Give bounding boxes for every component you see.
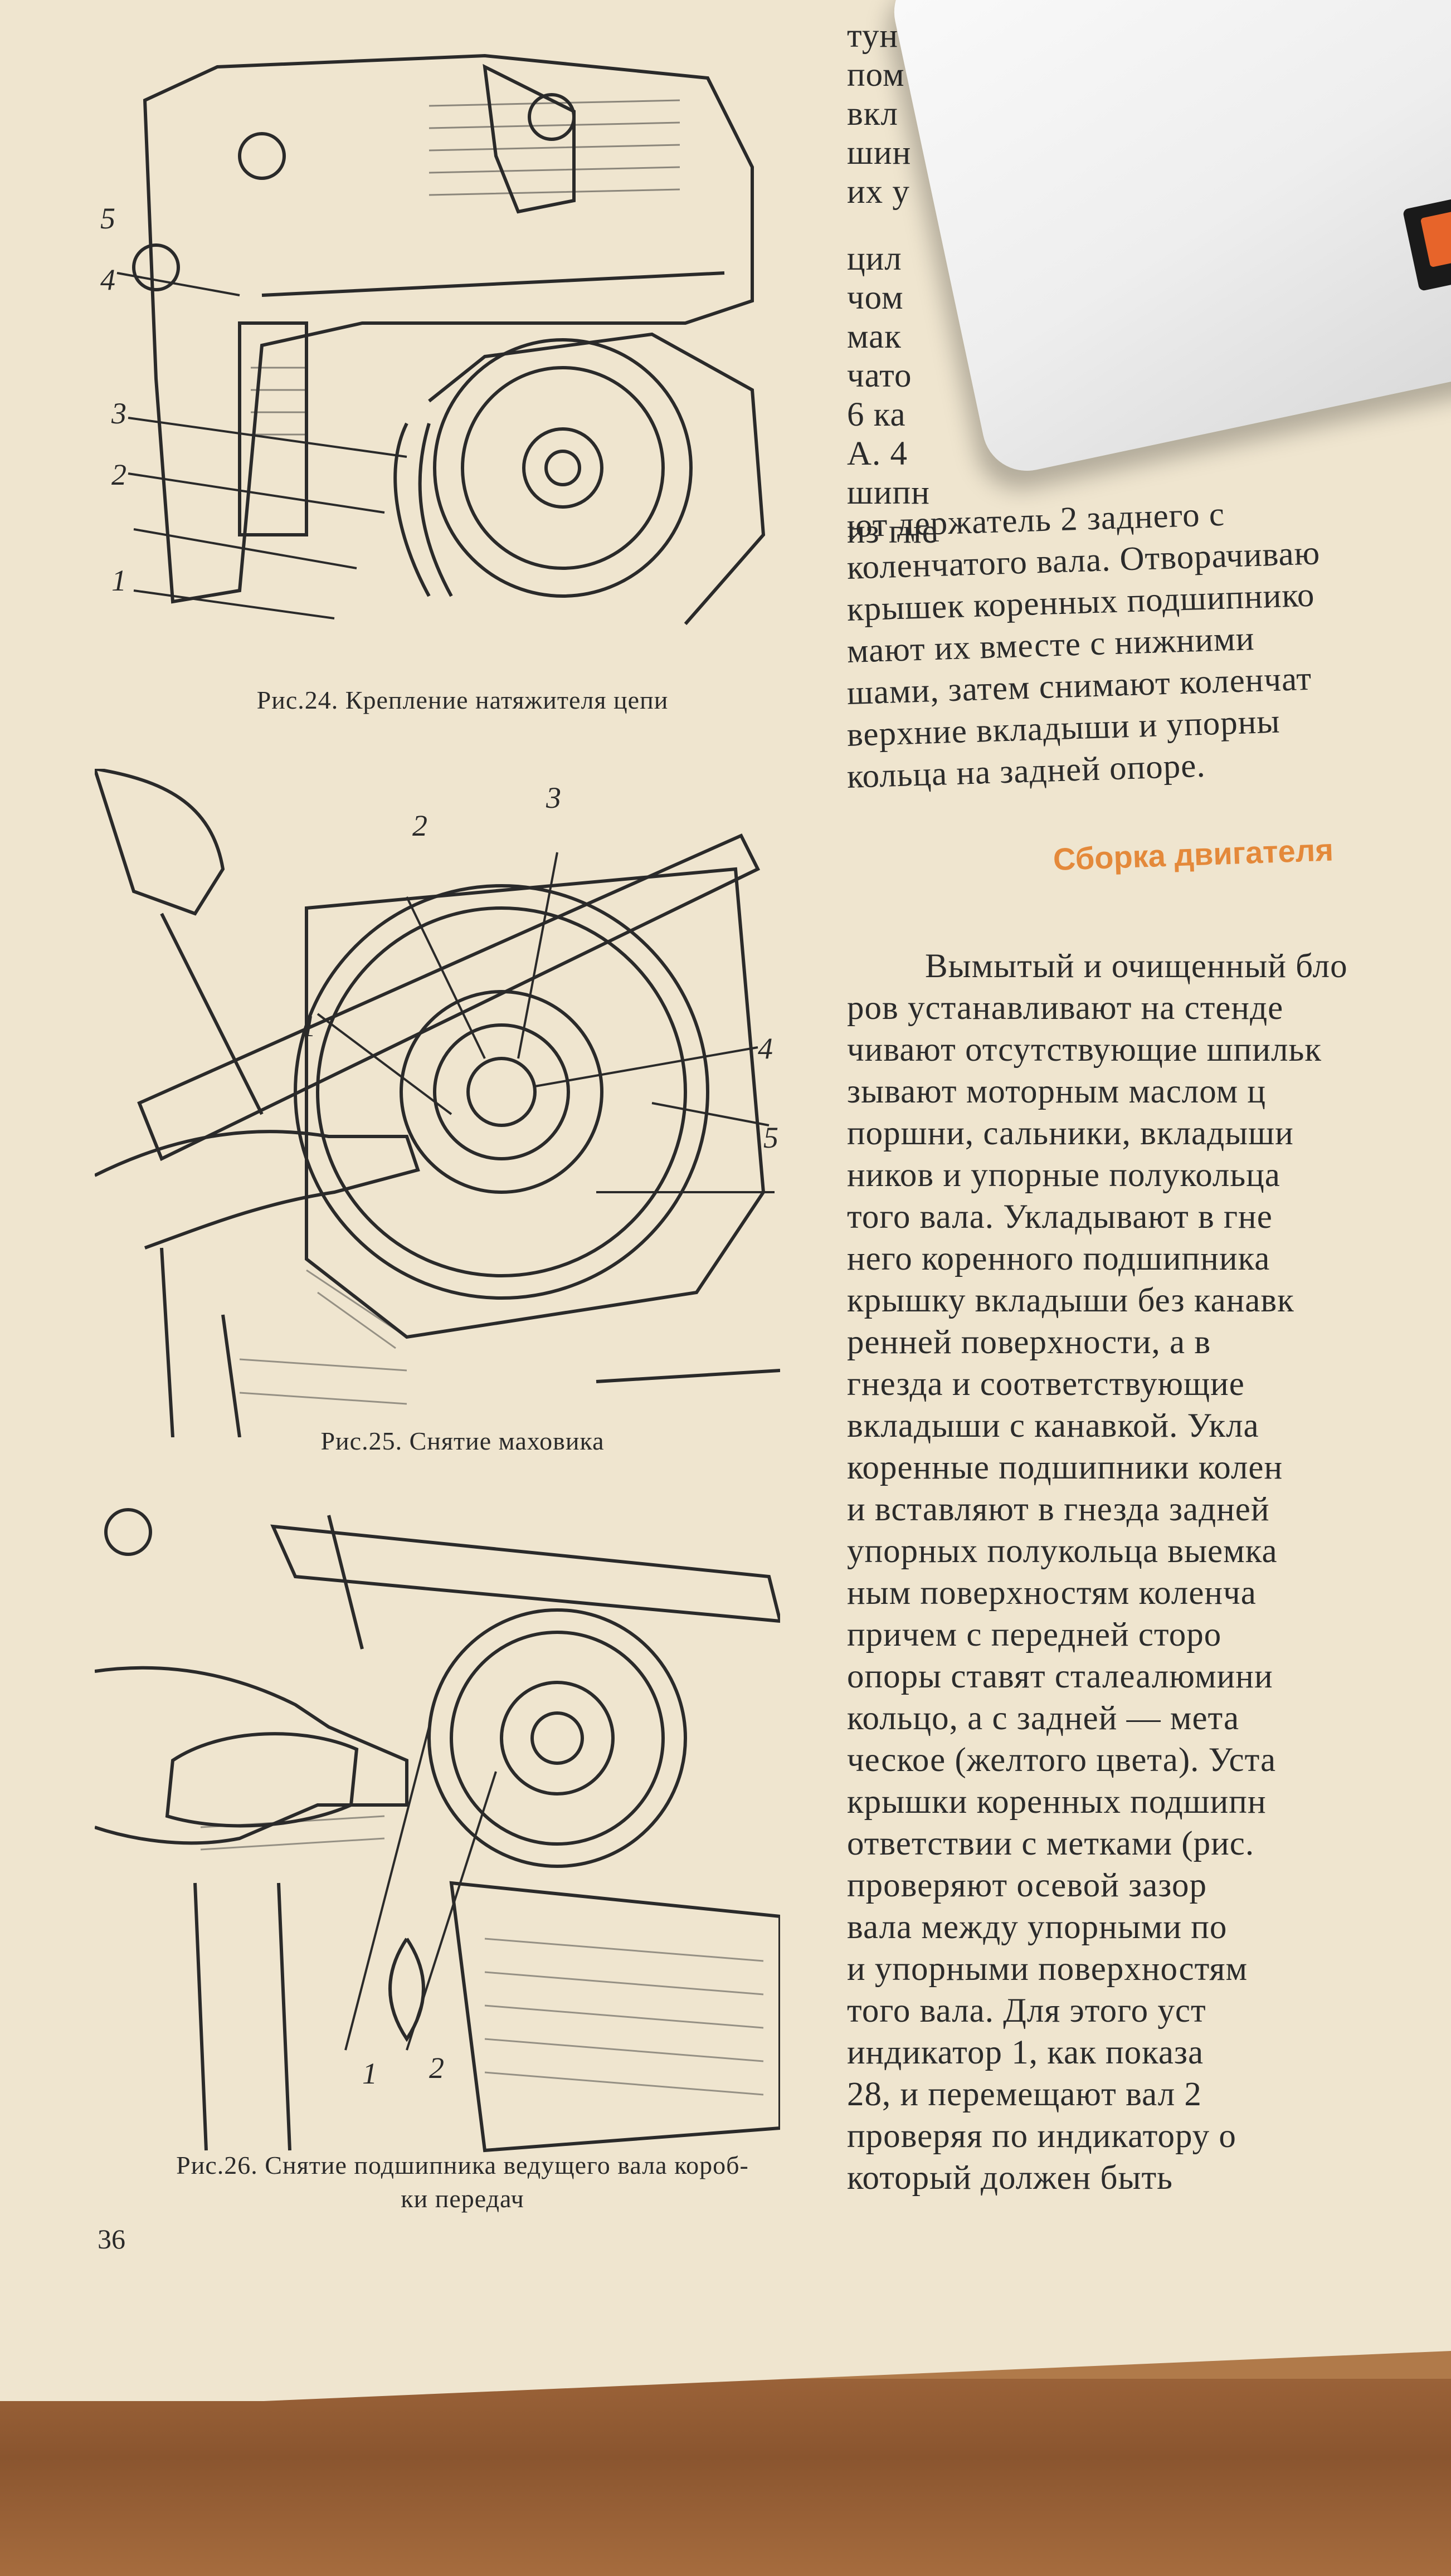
section-heading: Сборка двигателя xyxy=(1052,832,1334,877)
right-text-column: тун пом вкл шин их у цил чом мак чато 6 … xyxy=(847,0,1451,2396)
text-line: индикатор 1, как показа xyxy=(847,2034,1204,2071)
text-line: чивают отсутствующие шпильк xyxy=(847,1031,1322,1069)
text-line: 28, и перемещают вал 2 xyxy=(847,2076,1202,2113)
text-line: ческое (желтого цвета). Уста xyxy=(847,1741,1277,1779)
fig24-label-3: 3 xyxy=(111,397,126,430)
text-line: Вымытый и очищенный бло xyxy=(925,948,1348,985)
text-line: из гне xyxy=(847,513,938,550)
text-line: того вала. Укладывают в гне xyxy=(847,1198,1273,1236)
figure-25-flywheel-removal: 2 3 1 4 5 6 xyxy=(95,769,780,1437)
fig25-label-5: 5 xyxy=(763,1121,778,1154)
text-line: ров устанавливают на стенде xyxy=(847,989,1284,1027)
fig24-label-1: 1 xyxy=(111,564,126,597)
text-line: него коренного подшипника xyxy=(847,1240,1270,1277)
text-line: мак xyxy=(847,318,902,355)
text-line: крышку вкладыши без канавк xyxy=(847,1282,1294,1319)
text-line: упорных полукольца выемка xyxy=(847,1533,1278,1570)
text-line: чато xyxy=(847,357,912,394)
text-line: А. 4 xyxy=(847,435,908,472)
text-line: чом xyxy=(847,279,904,316)
figure-24-chain-tensioner: 5 4 3 2 1 xyxy=(95,33,780,663)
text-line: опоры ставят сталеалюмини xyxy=(847,1658,1273,1695)
figure-25-caption: Рис.25. Снятие маховика xyxy=(320,1427,605,1455)
fig24-label-2: 2 xyxy=(111,458,126,491)
engine-chain-illustration: 5 4 3 2 1 xyxy=(100,53,766,625)
text-line: гнезда и соответствующие xyxy=(847,1365,1245,1403)
fig24-label-5: 5 xyxy=(100,202,115,235)
text-line: шипн xyxy=(847,474,930,511)
fig24-label-4: 4 xyxy=(100,263,115,296)
text-line: того вала. Для этого уст xyxy=(847,1992,1206,2029)
text-line: проверяя по индикатору о xyxy=(847,2118,1236,2155)
text-line: крышки коренных подшипн xyxy=(847,1783,1267,1821)
text-line: вкл xyxy=(847,95,898,133)
text-line: пом xyxy=(847,56,905,94)
fig25-label-2: 2 xyxy=(412,809,427,842)
fig26-label-1: 1 xyxy=(362,2057,377,2090)
text-line: цил xyxy=(847,240,902,277)
text-line: кольца на задней опоре. xyxy=(847,747,1206,796)
text-line: причем с передней сторо xyxy=(847,1616,1222,1653)
text-line: который должен быть xyxy=(847,2159,1173,2197)
text-line: ренней поверхности, а в xyxy=(847,1324,1211,1361)
usb-port-icon xyxy=(1402,196,1451,292)
text-line: кольцо, а с задней — мета xyxy=(847,1700,1240,1737)
flywheel-illustration: 2 3 1 4 5 6 xyxy=(95,769,780,1437)
text-line: тун xyxy=(847,17,898,55)
text-line: проверяют осевой зазор xyxy=(847,1867,1207,1904)
fig25-label-1: 1 xyxy=(301,1009,316,1043)
figure-24-caption: Рис.24. Крепление натяжителя цепи xyxy=(256,686,669,714)
text-line: 6 ка xyxy=(847,396,906,433)
figure-26-bearing-removal: 1 2 xyxy=(95,1493,780,2162)
text-line: их у xyxy=(847,173,910,211)
text-line: поршни, сальники, вкладыши xyxy=(847,1115,1294,1152)
text-line: зывают моторным маслом ц xyxy=(847,1073,1267,1110)
text-line: и вставляют в гнезда задней xyxy=(847,1491,1270,1528)
figure-26-caption-line-1: Рис.26. Снятие подшипника ведущего вала … xyxy=(176,2151,749,2179)
text-line: ным поверхностям коленча xyxy=(847,1574,1257,1612)
text-line: шин xyxy=(847,134,912,172)
bearing-puller-illustration: 1 2 xyxy=(95,1508,780,2153)
text-line: коренные подшипники колен xyxy=(847,1449,1283,1486)
figure-26-caption-line-2: ки передач xyxy=(401,2184,524,2213)
fig25-label-4: 4 xyxy=(758,1032,773,1065)
text-line: вала между упорными по xyxy=(847,1909,1228,1946)
text-line: ников и упорные полукольца xyxy=(847,1157,1280,1194)
fig25-label-3: 3 xyxy=(546,781,561,814)
text-line: ответствии с метками (рис. xyxy=(847,1825,1255,1862)
text-line: вкладыши с канавкой. Укла xyxy=(847,1407,1259,1445)
fig26-label-2: 2 xyxy=(429,2051,444,2085)
text-line: и упорными поверхностям xyxy=(847,1950,1248,1988)
page-number: 36 xyxy=(98,2223,125,2255)
wooden-table xyxy=(0,2379,1451,2576)
